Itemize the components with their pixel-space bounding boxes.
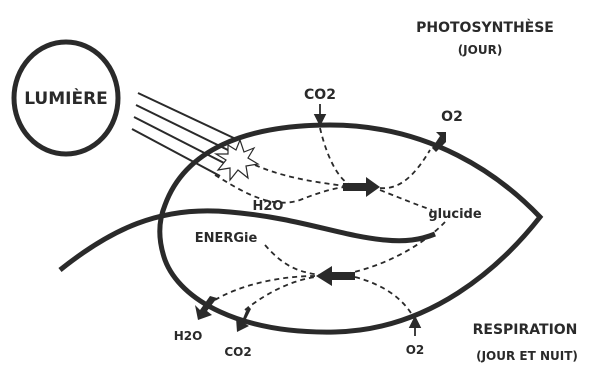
photosynthesis-arrow <box>343 177 380 197</box>
o2-out-arrow <box>432 132 446 152</box>
h2o-mid-label: H2O <box>253 199 284 214</box>
leaf-stem <box>58 208 436 272</box>
light-rays <box>131 92 239 177</box>
respiration-arrow <box>316 266 355 286</box>
respiration-title: RESPIRATION <box>473 322 578 338</box>
sun-label: LUMIÈRE <box>24 87 108 109</box>
o2-bottom-label: O2 <box>406 343 425 357</box>
sun-circle <box>11 39 121 157</box>
photosynthesis-title: PHOTOSYNTHÈSE <box>416 19 554 36</box>
photosynthesis-subtitle: (JOUR) <box>458 43 503 57</box>
co2-top-label: CO2 <box>304 87 336 103</box>
glucide-label: glucide <box>428 207 481 222</box>
energie-label: ENERGie <box>195 231 258 246</box>
respiration-subtitle: (JOUR ET NUIT) <box>476 349 578 363</box>
light-burst-icon <box>213 138 260 182</box>
co2-out-arrow <box>236 306 251 332</box>
h2o-bottom-label: H2O <box>174 329 203 343</box>
co2-bottom-label: CO2 <box>224 345 251 359</box>
photosynthesis-flows <box>214 127 433 211</box>
h2o-out-arrow <box>195 296 217 320</box>
o2-top-label: O2 <box>441 109 463 125</box>
leaf-outline <box>157 122 544 335</box>
respiration-flows <box>214 221 446 321</box>
